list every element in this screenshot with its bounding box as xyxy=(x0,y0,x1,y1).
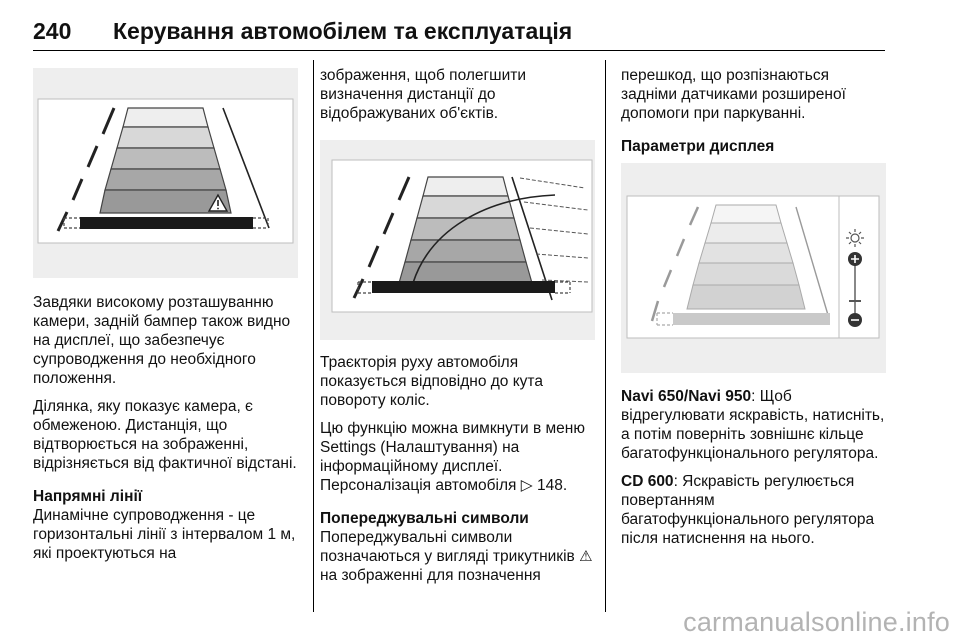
header-divider xyxy=(33,50,885,51)
navi-label: Navi 650/Navi 950 xyxy=(621,388,752,405)
column-2-bottom: Траєкторія руху автомобіля показується в… xyxy=(320,353,600,594)
page-header: 240 Керування автомобілем та експлуатаці… xyxy=(33,18,885,48)
paragraph-navi: Navi 650/Navi 950: Щоб відрегулювати яск… xyxy=(621,387,886,463)
heading-display-settings: Параметри дисплея xyxy=(621,137,886,156)
section-warning-symbols: Попереджувальні символи Попереджувальні … xyxy=(320,509,600,585)
page-title: Керування автомобілем та експлуатація xyxy=(113,18,573,44)
warning-text-b: на зображенні для позначення xyxy=(320,567,541,584)
page-number: 240 xyxy=(33,18,72,44)
sun-icon xyxy=(846,229,864,247)
rear-camera-brightness-display-illustration xyxy=(626,195,880,339)
cd-label: CD 600 xyxy=(621,473,674,490)
figure-camera-warning xyxy=(33,68,298,278)
figure-camera-brightness xyxy=(621,163,886,373)
warning-triangle-icon: ⚠ xyxy=(579,548,593,565)
plus-icon[interactable] xyxy=(848,252,862,266)
column-1: Завдяки високому розташуванню камери, за… xyxy=(33,293,305,572)
page-reference[interactable]: 148. xyxy=(536,477,568,494)
heading-warning-symbols: Попереджувальні символи xyxy=(320,510,529,527)
paragraph-cd: CD 600: Яскравість регулюється повертанн… xyxy=(621,472,886,548)
minus-icon[interactable] xyxy=(848,313,862,327)
heading-guidelines: Напрямні лінії xyxy=(33,488,143,505)
paragraph-settings: Цю функцію можна вимкнути в меню Setting… xyxy=(320,419,600,495)
arrow-reference-icon: ▷ xyxy=(520,477,533,494)
paragraph-guidelines: Динамічне супроводження - це горизонталь… xyxy=(33,507,296,562)
settings-text: Цю функцію можна вимкнути в меню Setting… xyxy=(320,420,585,494)
warning-text-a: Попереджувальні символи позначаються у в… xyxy=(320,529,575,565)
navi-text: : Щоб відрегулювати яскравість, натисніт… xyxy=(621,388,885,462)
column-divider-1 xyxy=(313,60,314,612)
rear-camera-warning-display-illustration xyxy=(37,98,294,244)
paragraph-camera-area: Ділянка, яку показує камера, є обмеженою… xyxy=(33,398,297,472)
column-3-bottom: Navi 650/Navi 950: Щоб відрегулювати яск… xyxy=(621,387,886,557)
figure-camera-trajectory xyxy=(320,140,595,340)
column-3-top: перешкод, що розпізнаються задніми датчи… xyxy=(621,66,886,165)
section-guidelines: Напрямні лінії Динамічне супроводження -… xyxy=(33,487,305,563)
paragraph-obstacles: перешкод, що розпізнаються задніми датчи… xyxy=(621,67,846,122)
cd-text: : Яскравість регулюється повертанням баг… xyxy=(621,473,875,547)
rear-camera-trajectory-display-illustration xyxy=(331,159,593,313)
paragraph-trajectory: Траєкторія руху автомобіля показується в… xyxy=(320,354,543,409)
watermark: carmanualsonline.info xyxy=(683,607,950,637)
paragraph-distance: зображення, щоб полегшити визначення дис… xyxy=(320,67,527,122)
column-divider-2 xyxy=(605,60,606,612)
paragraph-rear-bumper: Завдяки високому розташуванню камери, за… xyxy=(33,294,291,387)
column-2-top: зображення, щоб полегшити визначення дис… xyxy=(320,66,600,132)
heading-display-settings-text: Параметри дисплея xyxy=(621,138,775,155)
